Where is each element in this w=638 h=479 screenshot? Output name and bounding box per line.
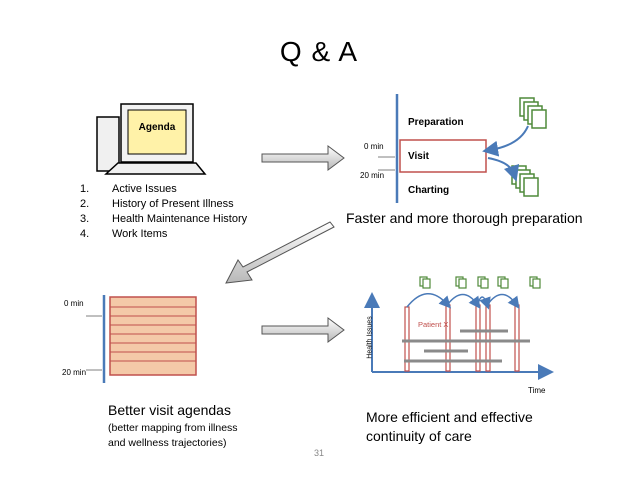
x-axis-label: Time — [528, 386, 546, 395]
document-stack-icon — [519, 97, 547, 129]
agenda-list: 1. Active Issues 2. History of Present I… — [80, 182, 247, 242]
curved-arrow-out — [487, 157, 520, 182]
caption-preparation: Faster and more thorough preparation — [346, 210, 583, 226]
doc-icons-chart — [419, 276, 541, 289]
caption-agendas: Better visit agendas — [108, 402, 231, 418]
time-label-20-bl: 20 min — [62, 368, 87, 377]
caption-continuity-2: continuity of care — [366, 428, 472, 444]
computer-icon — [96, 103, 207, 175]
caption-continuity-1: More efficient and effective — [366, 409, 533, 425]
time-label-0-bl: 0 min — [64, 299, 84, 308]
page-number: 31 — [313, 448, 324, 458]
list-item: 1. Active Issues — [80, 183, 177, 195]
arrow-diagonal — [225, 221, 335, 284]
continuity-chart — [364, 292, 554, 380]
charting-label: Charting — [408, 185, 450, 196]
agenda-screen-label: Agenda — [138, 122, 176, 133]
list-item: 4. Work Items — [80, 228, 168, 240]
list-item: 2. History of Present Illness — [80, 198, 234, 210]
time-label-20: 20 min — [360, 171, 385, 180]
arrow-right-top — [261, 145, 345, 171]
preparation-label: Preparation — [408, 117, 464, 128]
curved-arrow-in — [482, 125, 529, 157]
slide-title: Q & A — [279, 36, 359, 67]
visit-box — [399, 139, 487, 173]
patient-label: Patient X — [418, 320, 449, 329]
list-item: 3. Health Maintenance History — [80, 213, 248, 225]
subcaption-line-2: and wellness trajectories) — [108, 437, 227, 449]
time-label-0: 0 min — [364, 142, 384, 151]
visit-label: Visit — [408, 151, 429, 162]
arrow-right-bottom — [261, 317, 345, 343]
document-stack-icon-2 — [511, 165, 539, 197]
subcaption-line-1: (better mapping from illness — [108, 422, 238, 434]
agenda-sheet — [109, 296, 197, 376]
y-axis-label: Health Issues — [366, 316, 374, 359]
